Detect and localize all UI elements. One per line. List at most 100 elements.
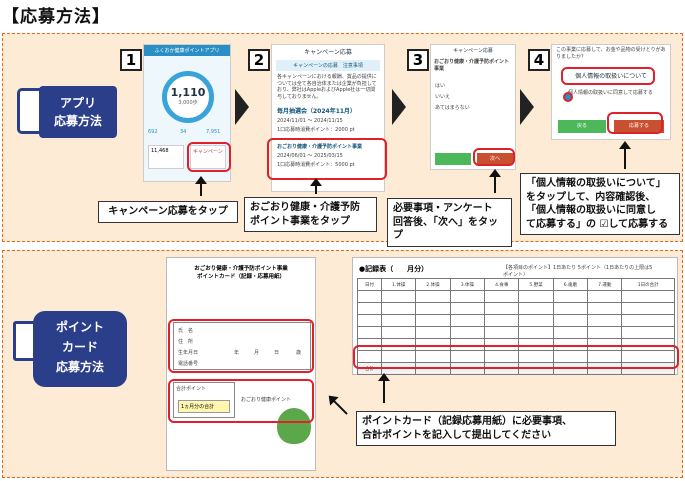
step-2-caption-line2: ポイント事業をタップ [250,215,350,227]
arrow-up-1 [195,176,207,196]
back-button-4[interactable]: 戻る [558,120,606,133]
header-item-3: 3.体操 [449,278,486,291]
step-4-caption-line2: をタップして、内容確認後、 [526,191,656,203]
step-3-caption-line2: 回答後、「次へ」をタップ [393,216,498,242]
table-header-row: 日付 1.体操 2.体操 3.体操 4.食事 5.野菜 6.歯磨 7.運動 1日… [356,278,675,291]
card-caption-line2: 合計ポイントを記入して提出してください [362,429,552,441]
steps-value: 1,110 [170,86,206,99]
steps-ring: 1,110 3,000歩 [162,71,214,123]
header-item-2: 2.体操 [415,278,451,291]
option-no[interactable]: いいえ [435,94,451,100]
stat-distance: 34 [180,129,187,135]
age-unit: 歳 [296,350,302,356]
table-row [356,326,675,339]
step-4-number: 4 [528,49,550,71]
option-yes[interactable]: はい [435,83,446,89]
header-day-total: 1日の合計 [621,278,675,291]
total-points-label: 合計ポイント [176,386,207,392]
point-card-sheet: おごおり健康・介護予防ポイント事業 ポイントカード（記録・応募用紙） 氏 名 住… [166,257,316,471]
header-item-1: 1.体操 [381,278,417,291]
lottery-title[interactable]: 毎月抽選会（2024年11月） [277,108,357,115]
birth-month-unit: 月 [254,350,260,356]
highlight-personal-info [168,319,314,373]
lottery-date: 2024/11/01 ～ 2024/11/15 [277,118,343,124]
phone-screen-1: ふくおか健康ポイントアプリ 1,110 3,000歩 692 34 7,951 … [143,44,231,182]
card-label-line2: カード [61,340,98,354]
highlight-apply [607,112,663,134]
step-4-caption-line3: 「個人情報の取扱いに同意し [526,205,656,216]
highlight-privacy [561,67,655,85]
chevron-right-icon [235,89,249,125]
campaign-button[interactable]: キャンペーン [190,145,226,169]
card-method-label: ポイント カード 応募方法 [33,311,127,387]
table-row [356,338,675,351]
table-row [356,290,675,303]
header-item-7: 7.運動 [587,278,623,291]
app-method-badge: アプリ 応募方法 [17,86,117,142]
option-na[interactable]: あてはまらない [435,105,470,111]
step-1-number: 1 [120,49,142,71]
privacy-link[interactable]: 個人情報の取扱いについて [575,73,647,80]
step-3-caption-line1: 必要事項・アンケート [393,203,493,214]
app-method-label: アプリ 応募方法 [39,86,117,138]
page-title: 【応募方法】 [2,7,110,27]
birth-field[interactable]: 生年月日 [178,350,199,356]
campaign-header: キャンペーン応募 [304,49,352,56]
header-item-6: 6.歯磨 [552,278,589,291]
ogori-points: 1口応募時消費ポイント：5000 pt [277,162,355,168]
campaign-body: 各キャンペーンにおける報酬、賞品の提供については全て各自治体または企業が負担して… [277,74,377,100]
header-item-5: 5.野菜 [518,278,554,291]
highlight-ogori [267,138,387,180]
highlight-sum-row [353,345,679,369]
top-question: この事業に応募して、お金や品物の受けとりがありましたか？ [556,47,666,60]
address-field[interactable]: 住 所 [178,339,194,345]
step-1-caption: キャンペーン応募をタップ [98,201,238,223]
record-title: ●記録表（ 月分） [359,265,429,273]
card-title-1: おごおり健康・介護予防ポイント事業 [194,266,288,272]
agree-checkbox[interactable]: 個人情報の取扱いに同意して応募する [568,90,653,96]
chevron-right-icon [392,89,406,125]
steps-goal: 3,000歩 [178,100,198,106]
step-2-caption-line1: おごおり健康・介護予防 [250,202,360,213]
birth-day-unit: 日 [274,350,280,356]
step-2-number: 2 [248,49,270,71]
card-label-line3: 応募方法 [55,360,104,374]
highlight-total [168,379,314,423]
mascot-bird-icon [277,408,311,444]
campaign-header-3: キャンペーン応募 [453,48,493,54]
card-label-line1: ポイント [55,320,104,334]
stat-points: 7,951 [206,129,221,135]
table-row [356,314,675,327]
chevron-right-icon [520,89,534,125]
apply-button[interactable]: 応募する [614,120,664,133]
lottery-points: 1口応募時消費ポイント：2000 pt [277,127,355,133]
arrow-up-4 [619,141,631,169]
arrow-up-record [378,373,390,403]
bottom-card-points[interactable]: 11,468 [148,145,184,169]
record-note: 【各項目のポイント】1日あたり 5ポイント（1日あたりの上限は5ポイント） [503,265,653,278]
ogori-point-title[interactable]: おごおり健康・介護予防ポイント事業 [277,144,363,150]
name-field[interactable]: 氏 名 [178,328,194,334]
header-date: 日付 [356,278,383,291]
step-3-caption: 必要事項・アンケート 回答後、「次へ」をタップ [387,198,512,247]
app-header: ふくおか健康ポイントアプリ [144,45,230,56]
point-card-section: ポイント カード 応募方法 おごおり健康・介護予防ポイント事業 ポイントカード（… [2,250,683,478]
total-points-field[interactable]: 1ヵ月分の合計 [178,400,230,413]
next-button[interactable]: 次へ [477,153,513,165]
highlight-next [473,148,515,166]
ogori-date: 2024/06/01 ～ 2025/03/15 [277,153,343,159]
app-label-line1: アプリ [59,96,96,110]
app-label-line2: 応募方法 [53,114,102,128]
card-method-badge: ポイント カード 応募方法 [13,311,129,389]
mascot-caption: おごおり健康ポイント [241,397,292,403]
check-icon [563,92,573,102]
step-2-caption: おごおり健康・介護予防 ポイント事業をタップ [244,197,377,232]
arrow-to-card [332,399,348,415]
total-points-box: 合計ポイント 1ヵ月分の合計 [173,382,235,418]
back-button-3[interactable] [435,153,471,165]
phone-field[interactable]: 電話番号 [178,361,199,367]
step-4-caption-line1: 「個人情報の取扱いについて」 [526,178,666,189]
arrow-up-3 [489,169,501,193]
step-4-caption-line4: て応募する」の ☑して応募する [526,218,669,230]
campaign-notice: キャンペーンの応募 注意事項 [276,60,380,71]
